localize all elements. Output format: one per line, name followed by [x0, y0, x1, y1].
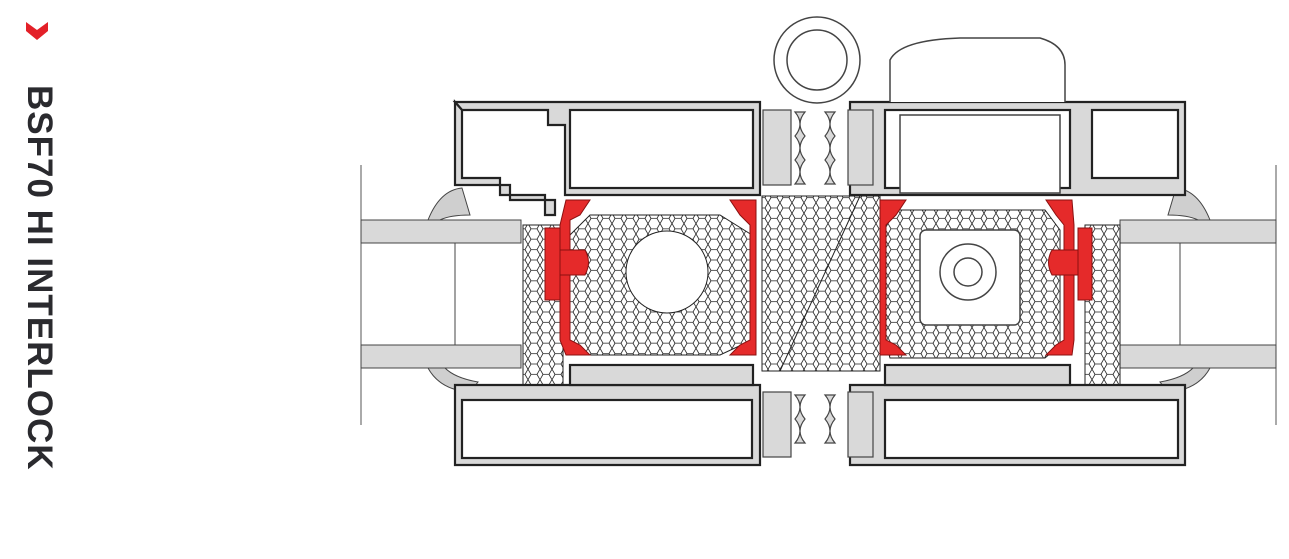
left-sash-profile	[452, 99, 762, 467]
chevron-down-icon	[26, 22, 48, 40]
lock-handle-housing	[889, 37, 1066, 326]
right-glazing-unit	[1119, 219, 1277, 369]
interlock-brush-seals	[762, 109, 874, 458]
thermal-break-strips	[544, 199, 1093, 356]
page-title: BSF70 HI INTERLOCK	[20, 85, 59, 471]
hinge-knuckle	[773, 16, 861, 104]
reference-lines	[360, 165, 1277, 425]
left-glazing-unit	[360, 219, 522, 369]
